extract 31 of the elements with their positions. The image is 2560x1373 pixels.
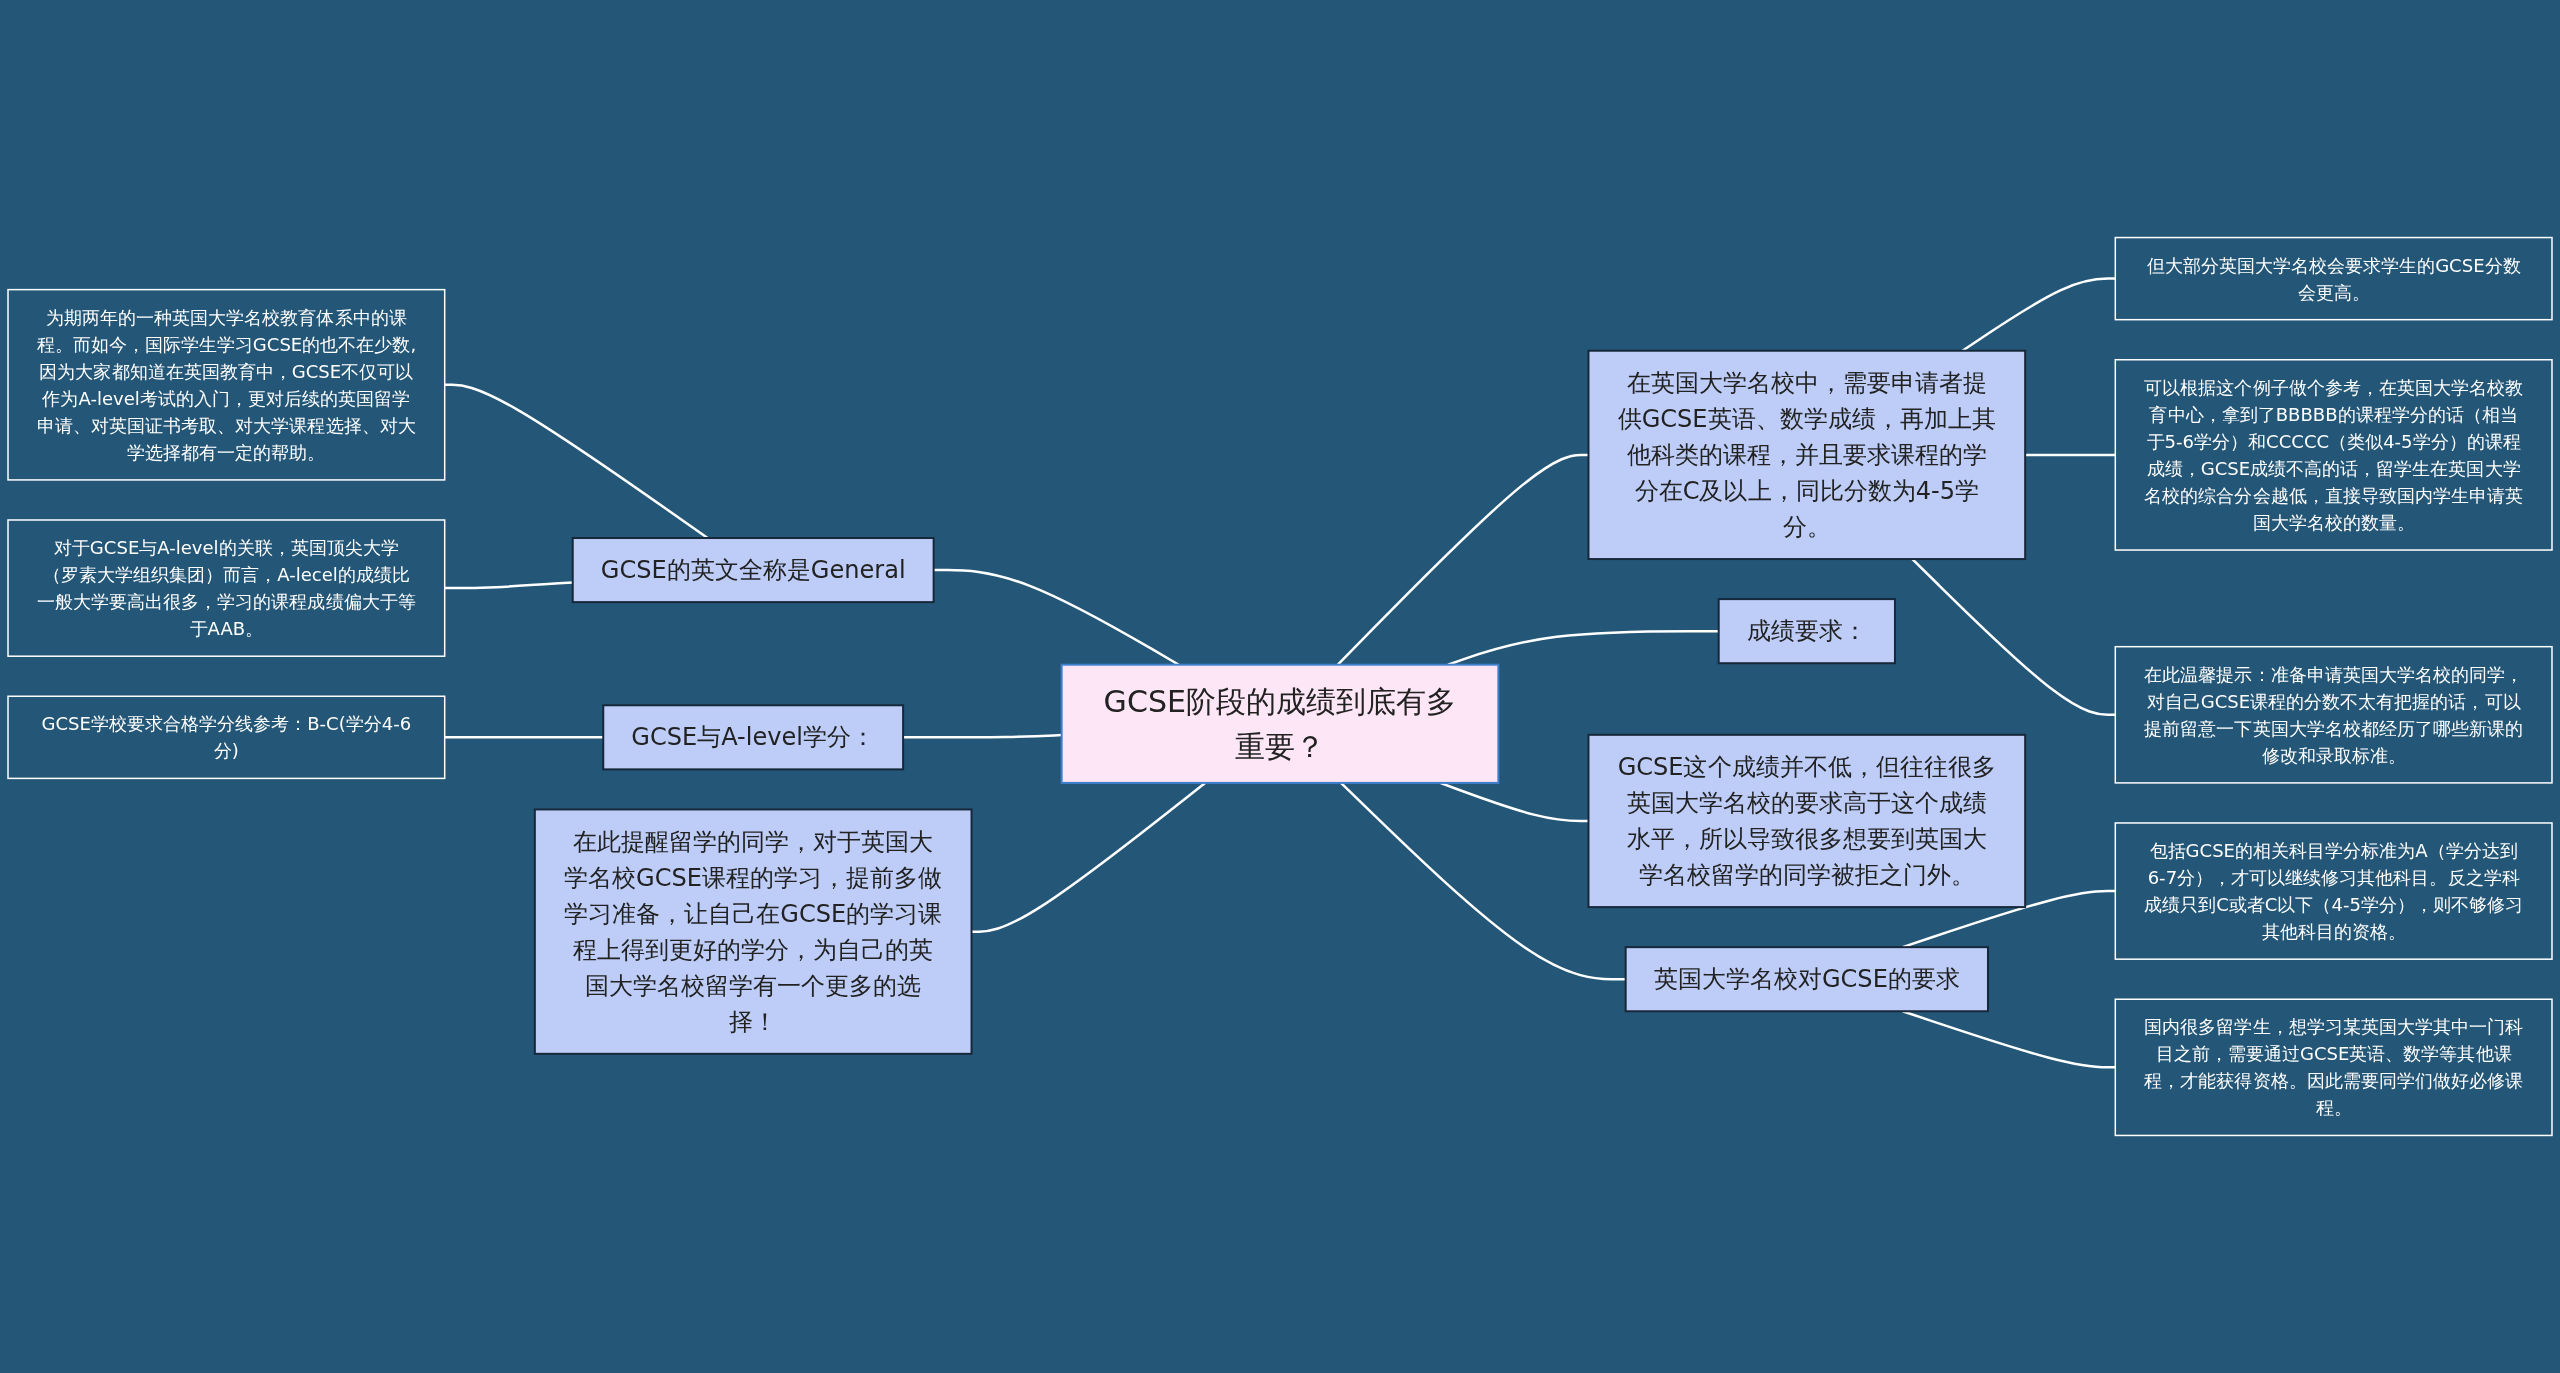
node-box: GCSE与A-level学分： [602, 704, 905, 771]
node-box: 国内很多留学生，想学习某英国大学其中一门科目之前，需要通过GCSE英语、数学等其他课程，才能获得资格。因此需要同学们做好必修课程。 [2114, 998, 2553, 1137]
node-box: 可以根据这个例子做个参考，在英国大学名校教育中心，拿到了BBBBB的课程学分的话（相当于5-6学分）和CCCCC（类似4-5学分）的课程成绩，GCSE成绩不高的话，留学生在英国大学名校的综合分会越低，直接导致国内学生申请英国大学名校的数量。 [2114, 359, 2553, 551]
node-box: GCSE阶段的成绩到底有多重要？ [1060, 663, 1500, 784]
node-box: 成绩要求： [1717, 598, 1896, 665]
connector [903, 733, 1062, 739]
node-box: 对于GCSE与A-level的关联，英国顶尖大学（罗素大学组织集团）而言，A-lecel的成绩比一般大学要高出很多，学习的课程成绩偏大于等于AAB。 [7, 519, 446, 657]
node-box: 在此温馨提示：准备申请英国大学名校的同学，对自己GCSE课程的分数不太有把握的话，可以提前留意一下英国大学名校都经历了哪些新课的修改和录取标准。 [2114, 645, 2553, 784]
connector [971, 781, 1206, 933]
connector [444, 383, 709, 540]
node-box: 在此提醒留学的同学，对于英国大学名校GCSE课程的学习，提前多做学习准备，让自己在GCSE的学习课程上得到更好的学分，为自己的英国大学名校留学有一个更多的选择！ [533, 808, 973, 1055]
connector [1337, 453, 1589, 666]
node-box: 英国大学名校对GCSE的要求 [1624, 946, 1989, 1013]
connector [1911, 558, 2116, 717]
connector [1340, 782, 1626, 981]
node-box: 在英国大学名校中，需要申请者提供GCSE英语、数学成绩，再加上其他科类的课程，并且要求课程的学分在C及以上，同比分数为4-5学分。 [1587, 349, 2027, 561]
node-box: 但大部分英国大学名校会要求学生的GCSE分数会更高。 [2114, 236, 2553, 321]
node-box: GCSE学校要求合格学分线参考：B-C(学分4-6分) [7, 695, 446, 780]
connector [444, 581, 573, 590]
connector [1439, 781, 1589, 823]
node-box: 为期两年的一种英国大学名校教育体系中的课程。而如今，国际学生学习GCSE的也不在少数,因为大家都知道在英国教育中，GCSE不仅可以作为A-level考试的入门，更对后续的英国留学申请、对英国证书考取、对大学课程选择、对大学选择都有一定的帮助。 [7, 288, 446, 481]
connector [444, 736, 604, 739]
connector [1447, 629, 1719, 666]
connector [1961, 277, 2116, 352]
connector [933, 568, 1180, 666]
node-box: GCSE这个成绩并不低，但往往很多英国大学名校的要求高于这个成绩水平，所以导致很多想要到英国大学名校留学的同学被拒之门外。 [1587, 733, 2027, 909]
node-box: GCSE的英文全称是General [571, 537, 935, 604]
connector [1902, 889, 2116, 949]
node-box: 包括GCSE的相关科目学分标准为A（学分达到6-7分），才可以继续修习其他科目。反之学科成绩只到C或者C以下（4-5学分），则不够修习其他科目的资格。 [2114, 822, 2553, 960]
connector [2025, 453, 2116, 457]
connector [1902, 1010, 2116, 1069]
